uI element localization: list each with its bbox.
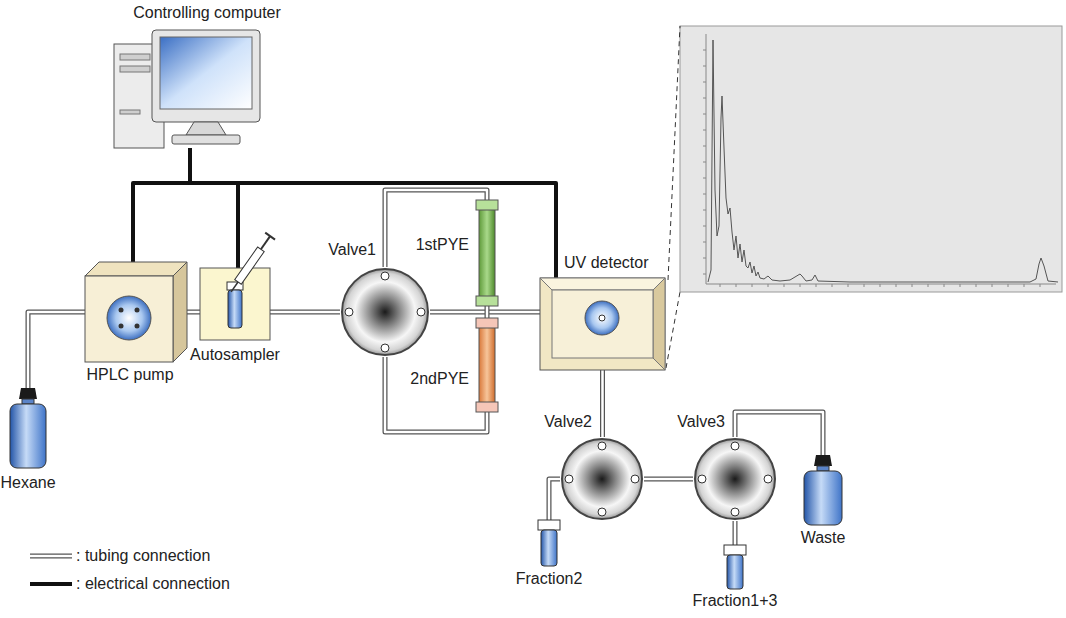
node-label: Hexane <box>0 474 55 492</box>
axis-ticks <box>703 50 1040 287</box>
waste-bottle-shape <box>802 455 844 525</box>
hplc-pump-shape <box>85 262 187 362</box>
legend-text: : tubing connection <box>76 547 210 565</box>
legend-tubing-sample <box>30 555 72 558</box>
node-label: Waste <box>801 529 846 547</box>
zoom-line <box>666 292 680 368</box>
node-label: Controlling computer <box>133 4 281 22</box>
chromatogram-axis <box>706 34 707 284</box>
electrical-connection <box>133 148 190 262</box>
switching-valve-shape <box>560 437 644 521</box>
tubing-connection <box>549 479 560 520</box>
fraction-vial-shape <box>722 545 748 589</box>
waste-bottle: Waste <box>802 455 844 525</box>
electrical-connection <box>190 148 556 278</box>
node-label: Valve2 <box>544 413 592 431</box>
tubing-connection <box>735 521 736 545</box>
node-label: 2ndPYE <box>410 370 469 388</box>
solvent-bottle: Hexane <box>8 388 48 468</box>
legend-text: : electrical connection <box>76 575 230 593</box>
uv-detector-shape <box>540 278 665 370</box>
node-label: 1stPYE <box>416 236 469 254</box>
node-label: Valve1 <box>328 241 376 259</box>
pye-column: 1stPYE <box>479 200 495 306</box>
tubing-connection <box>487 306 488 318</box>
node-label: Fraction1+3 <box>693 592 778 610</box>
chromatogram-axis <box>706 284 1056 285</box>
switching-valve-shape <box>340 267 430 357</box>
tubing-connection <box>28 312 85 388</box>
pye-column-shape <box>479 318 495 412</box>
tubing-connection <box>644 479 693 480</box>
tubing-connection <box>602 370 603 437</box>
node-label: Fraction2 <box>516 570 583 588</box>
uv-detector: UV detector <box>540 278 665 370</box>
autosampler: Autosampler <box>200 268 270 340</box>
computer-icon-shape <box>112 30 262 148</box>
switching-valve: Valve3 <box>693 437 777 521</box>
fraction-vial: Fraction2 <box>536 520 562 566</box>
zoom-line <box>668 26 680 280</box>
autosampler-shape <box>200 268 270 340</box>
legend-electrical-sample <box>30 582 72 586</box>
switching-valve: Valve2 <box>560 437 644 521</box>
tubing-connection <box>385 357 487 432</box>
node-label: Valve3 <box>677 413 725 431</box>
chromatogram-panel <box>680 26 1062 292</box>
computer-icon: Controlling computer <box>112 30 262 148</box>
node-label: HPLC pump <box>86 366 173 384</box>
legend-tubing-sample <box>30 554 72 559</box>
solvent-bottle-shape <box>8 388 48 468</box>
switching-valve: Valve1 <box>340 267 430 357</box>
tubing-connection <box>270 312 340 313</box>
tubing-connection <box>187 312 200 313</box>
hplc-pump: HPLC pump <box>85 262 187 362</box>
switching-valve-shape <box>693 437 777 521</box>
node-label: Autosampler <box>190 346 280 364</box>
chromatogram-trace <box>708 40 1058 282</box>
node-label: UV detector <box>564 254 648 272</box>
pye-column-shape <box>479 200 495 306</box>
tubing-connection <box>385 190 487 267</box>
pye-column: 2ndPYE <box>479 318 495 412</box>
fraction-vial-shape <box>536 520 562 566</box>
electrical-connection <box>190 148 238 268</box>
fraction-vial: Fraction1+3 <box>722 545 748 589</box>
